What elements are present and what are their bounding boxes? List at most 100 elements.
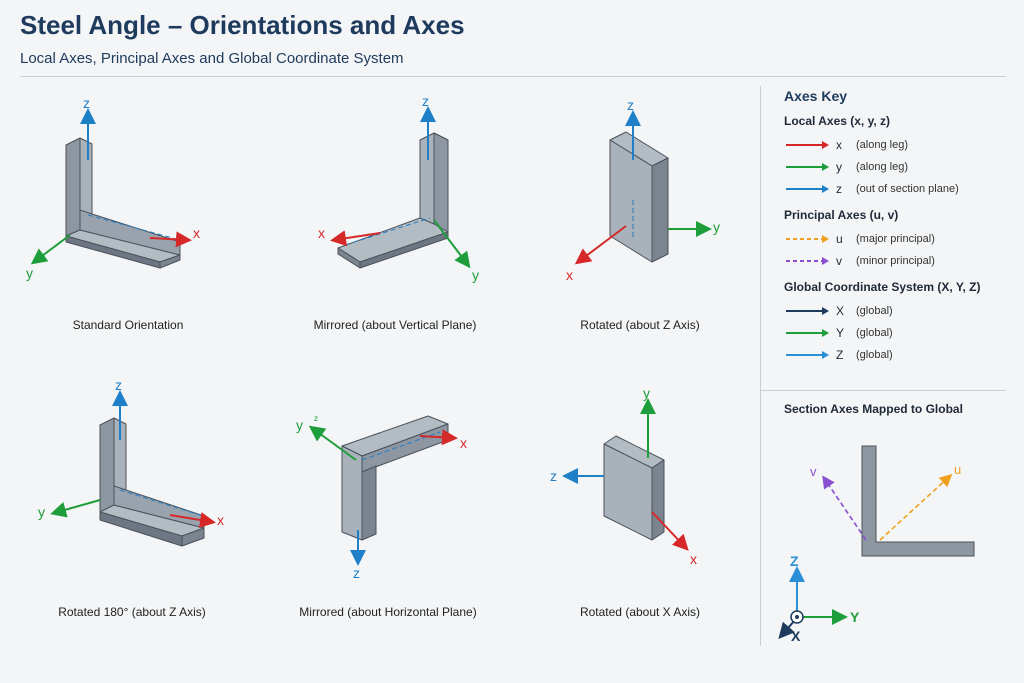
y-axis-label: y <box>713 219 720 235</box>
x-axis-arrow <box>169 512 216 528</box>
global-x-label: X <box>791 628 801 644</box>
key-sym: X <box>836 304 845 318</box>
key-row-x: x (along leg) <box>784 134 1014 156</box>
view-standard-orientation: z x y <box>26 95 200 281</box>
caption-mirrored-horizontal: Mirrored (about Horizontal Plane) <box>299 605 477 619</box>
key-desc: (minor principal) <box>856 255 935 267</box>
orange-dashed-arrow-icon <box>786 235 829 243</box>
key-principal-axes: Principal Axes (u, v) u (major principal… <box>784 208 1014 272</box>
global-x-arrow <box>778 619 796 640</box>
header-divider <box>20 76 1006 77</box>
key-desc: (global) <box>856 349 893 361</box>
x-axis-arrow <box>149 231 192 248</box>
key-global-axes: Global Coordinate System (X, Y, Z) X (gl… <box>784 280 1014 366</box>
key-desc: (out of section plane) <box>856 183 959 195</box>
key-row-z: z (out of section plane) <box>784 178 1014 200</box>
key-global-heading: Global Coordinate System (X, Y, Z) <box>784 280 981 294</box>
y-axis-label: y <box>38 504 45 520</box>
x-axis-label: x <box>217 512 224 528</box>
key-divider <box>760 86 761 646</box>
y-axis-label: y <box>643 385 650 401</box>
steel-plate-shape <box>609 131 669 263</box>
key-section-divider <box>760 390 1006 391</box>
view-rotated-x: y z x <box>550 385 697 567</box>
centroid-axis-dashed <box>119 489 201 516</box>
x-axis-label: x <box>193 225 200 241</box>
purple-dashed-arrow-icon <box>786 257 829 265</box>
key-sym: v <box>836 254 842 268</box>
x-axis-label: x <box>566 267 573 283</box>
x-axis-arrow <box>574 225 627 265</box>
caption-rotated-z: Rotated (about Z Axis) <box>580 318 700 332</box>
page-subtitle: Local Axes, Principal Axes and Global Co… <box>20 50 404 67</box>
green-arrow-icon <box>786 163 829 171</box>
key-row-y: y (along leg) <box>784 156 1014 178</box>
key-sym: y <box>836 160 842 174</box>
key-sym: u <box>836 232 843 246</box>
centroid-axis-dashed <box>361 431 441 461</box>
steel-angle-shape <box>65 137 181 269</box>
green-arrow-icon <box>786 329 829 337</box>
v-axis-label: v <box>810 464 817 479</box>
y-axis-arrow <box>308 425 357 461</box>
z-axis-label: z <box>627 97 634 113</box>
y-axis-label: y <box>26 265 33 281</box>
key-desc: (global) <box>856 327 893 339</box>
blue-arrow-icon <box>786 185 829 193</box>
mapping-title: Section Axes Mapped to Global <box>784 402 963 416</box>
caption-standard: Standard Orientation <box>72 318 184 332</box>
section-mapping-diagram: u v Z Y X <box>778 445 975 644</box>
light-blue-arrow-icon <box>786 351 829 359</box>
u-axis-arrow <box>879 473 953 541</box>
steel-angle-shape <box>337 132 449 269</box>
v-axis-arrow <box>822 475 867 541</box>
x-axis-arrow <box>651 511 689 551</box>
y-axis-label: y <box>472 267 479 283</box>
key-row-X: X (global) <box>784 300 1014 322</box>
global-z-label: Z <box>790 553 799 569</box>
key-sym: Y <box>836 326 845 340</box>
key-desc: (global) <box>856 305 893 317</box>
navy-arrow-icon <box>786 307 829 315</box>
y-axis-arrow <box>30 234 71 265</box>
z-axis-label: z <box>422 93 429 109</box>
key-local-axes: Local Axes (x, y, z) x (along leg) y (al… <box>784 114 1014 200</box>
y-axis-arrow <box>433 219 471 269</box>
y-axis-label: y <box>296 417 303 433</box>
page-title: Steel Angle – Orientations and Axes <box>20 10 465 40</box>
centroid-axis-dashed <box>344 217 431 246</box>
key-row-Y: Y (global) <box>784 322 1014 344</box>
caption-rotated-180: Rotated 180° (about Z Axis) <box>58 605 206 619</box>
view-mirrored-horizontal: z x y z <box>296 414 467 581</box>
steel-plate-shape <box>603 435 665 541</box>
z-axis-label: z <box>83 95 90 111</box>
key-row-Z: Z (global) <box>784 344 1014 366</box>
global-y-label: Y <box>850 609 860 625</box>
view-rotated-180-z: z x y <box>38 377 224 547</box>
small-z-label: z <box>314 414 318 423</box>
axes-key: Axes Key Local Axes (x, y, z) x (along l… <box>784 88 1014 374</box>
z-axis-label: z <box>353 565 360 581</box>
z-axis-label: z <box>115 377 122 393</box>
x-axis-label: x <box>690 551 697 567</box>
red-arrow-icon <box>786 141 829 149</box>
axes-key-title: Axes Key <box>784 88 848 104</box>
key-row-v: v (minor principal) <box>784 250 1014 272</box>
x-axis-arrow <box>330 230 381 247</box>
key-local-heading: Local Axes (x, y, z) <box>784 114 891 128</box>
x-axis-arrow <box>419 429 458 446</box>
key-desc: (along leg) <box>856 139 908 151</box>
view-rotated-z: z y x <box>566 97 720 283</box>
key-sym: x <box>836 138 842 152</box>
x-axis-label: x <box>318 225 325 241</box>
key-sym: Z <box>836 348 844 362</box>
u-axis-label: u <box>954 462 961 477</box>
angle-section-shape <box>861 445 975 557</box>
key-row-u: u (major principal) <box>784 228 1014 250</box>
y-axis-arrow <box>50 499 101 518</box>
steel-angle-shape <box>99 417 205 547</box>
key-desc: (along leg) <box>856 161 908 173</box>
caption-mirrored-vertical: Mirrored (about Vertical Plane) <box>313 318 477 332</box>
key-desc: (major principal) <box>856 233 935 245</box>
